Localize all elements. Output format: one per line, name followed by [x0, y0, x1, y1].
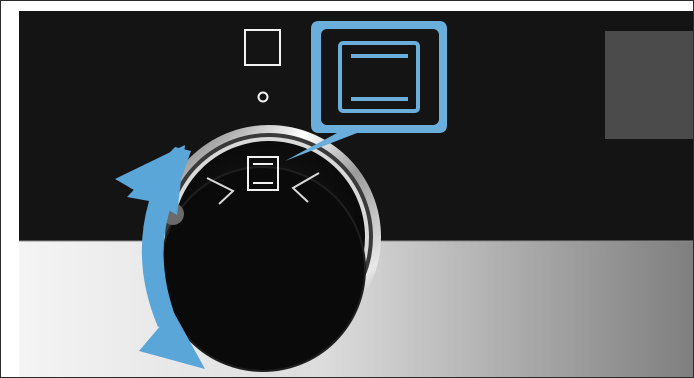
- display-area: [605, 31, 694, 139]
